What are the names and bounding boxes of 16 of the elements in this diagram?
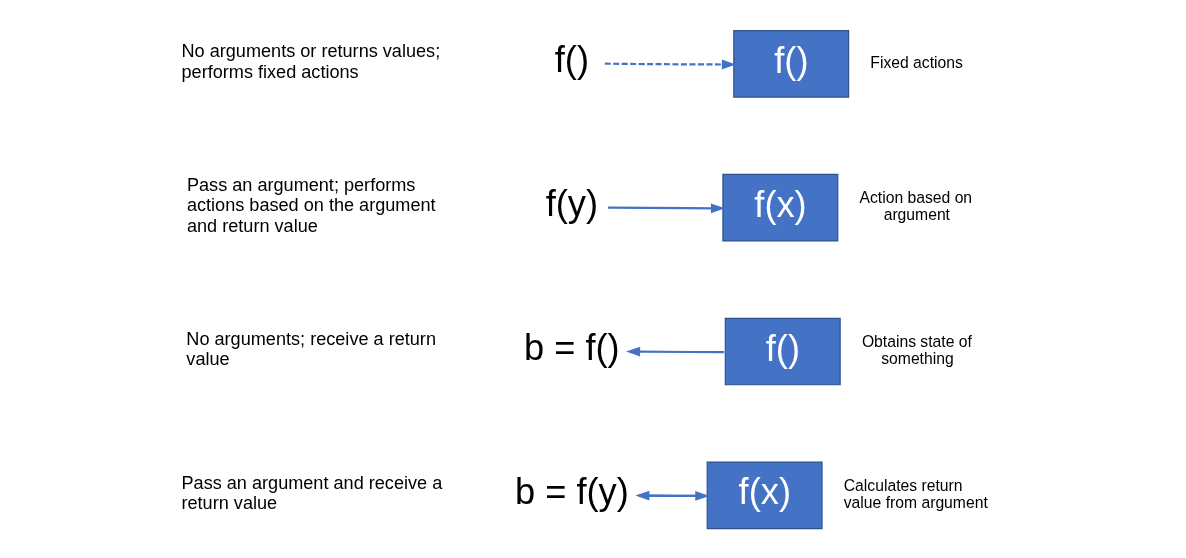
arrow	[607, 203, 725, 214]
arrow	[604, 59, 736, 70]
label: Pass an argument and receive a return value	[181, 472, 443, 514]
node-label: Fixed actions	[870, 53, 963, 71]
node-text: f()	[554, 39, 589, 81]
node-label: Obtains state of something	[861, 333, 972, 368]
arrow	[635, 490, 706, 501]
node-text: f(y)	[545, 183, 599, 225]
label: No arguments or returns values; performs fixed actions	[181, 41, 441, 82]
label: Pass an argument; performs actions based on the argument and return value	[186, 174, 436, 236]
node-label: Action based on argument	[859, 189, 973, 224]
arrow	[626, 346, 725, 357]
label: No arguments; receive a return value	[186, 328, 436, 370]
node-text: b = f()	[524, 326, 620, 368]
node-label: Calculates return value from argument	[843, 476, 988, 511]
node-text: b = f(y)	[514, 470, 629, 512]
